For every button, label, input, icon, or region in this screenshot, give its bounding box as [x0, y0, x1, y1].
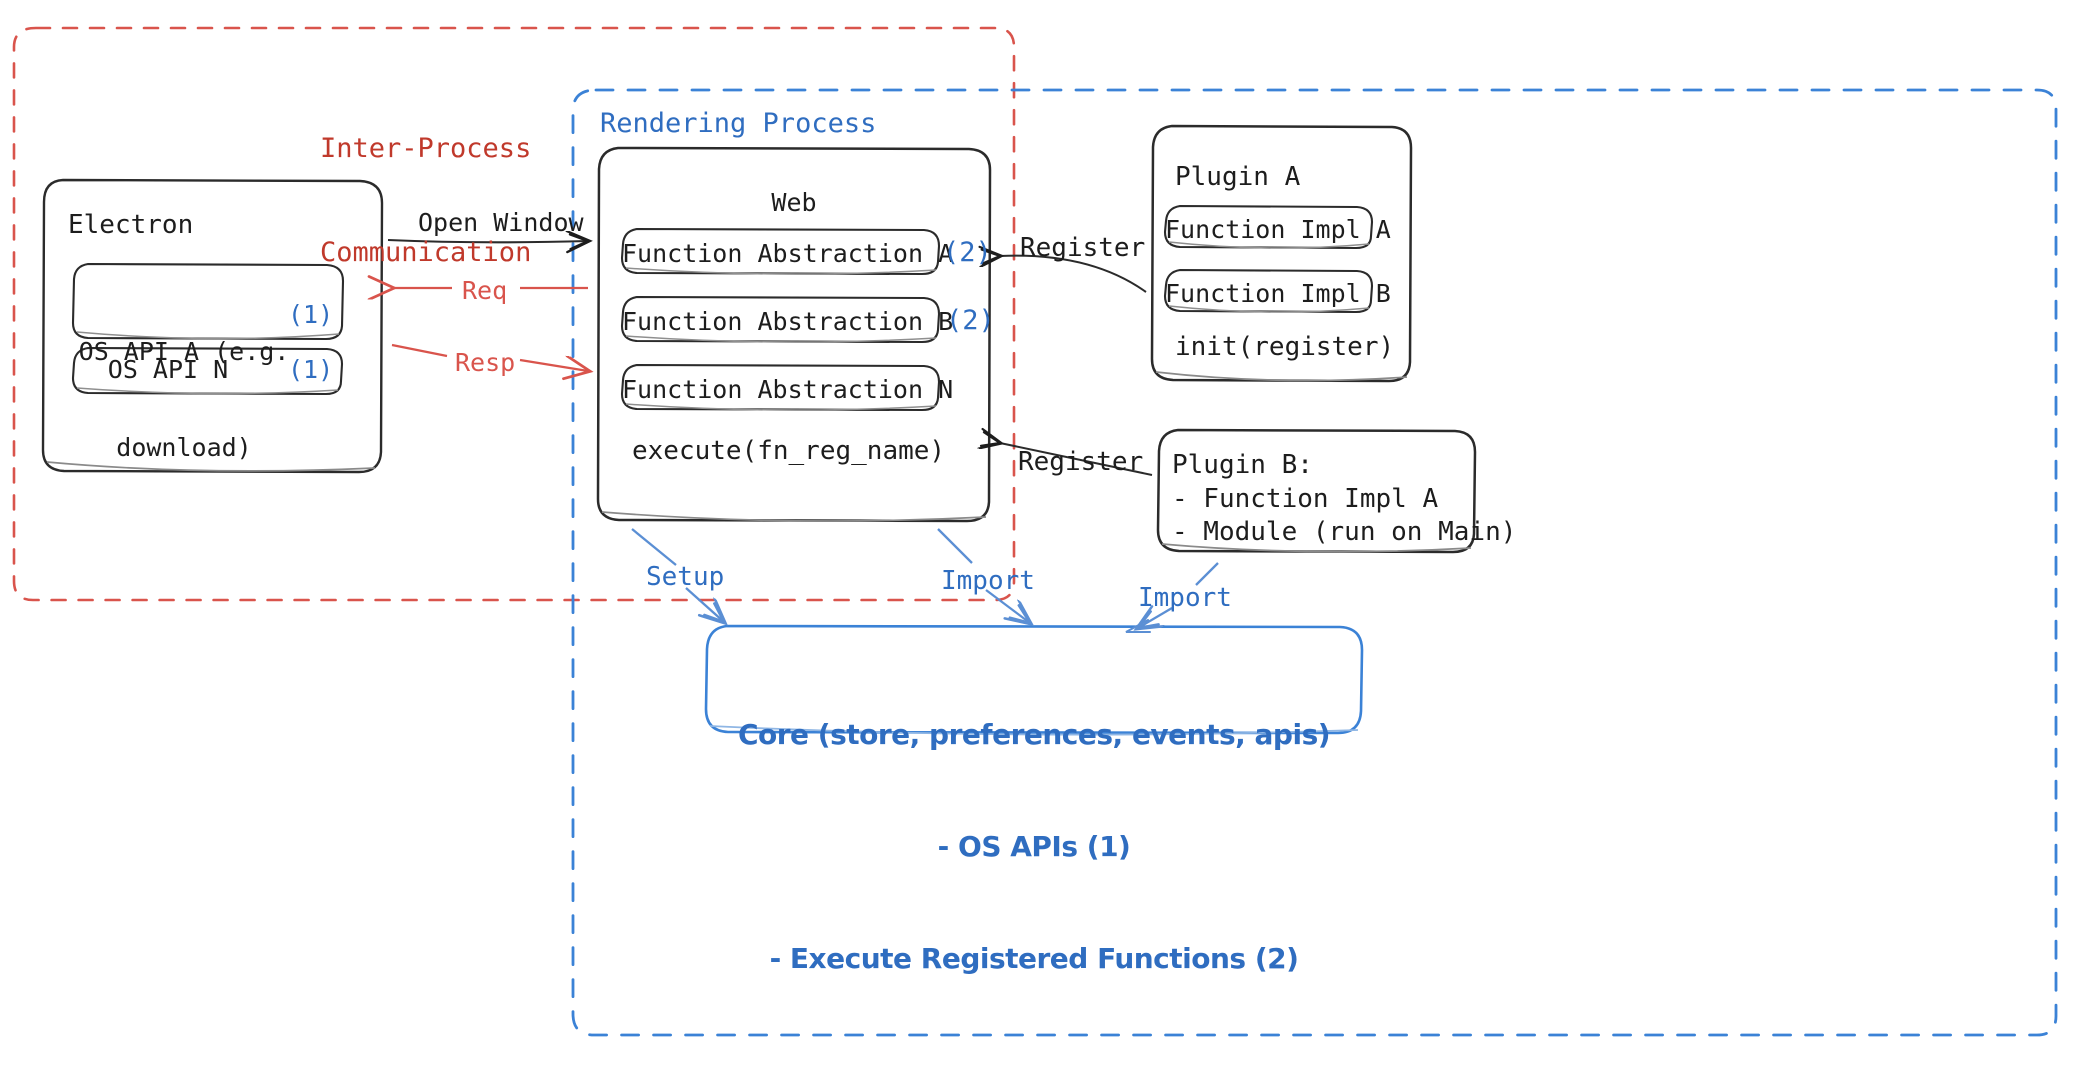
box-os-api-n: [71, 346, 344, 396]
os-api-n-tag: (1): [288, 355, 334, 384]
function-impl-b-label: Function Impl B: [1165, 279, 1391, 308]
edge-resp: [391, 343, 588, 371]
edge-open-window-label: Open Window: [418, 208, 584, 237]
function-impl-a-label: Function Impl A: [1165, 215, 1391, 244]
edge-import-web: [937, 528, 1030, 623]
edge-import-plugin-b-label: Import: [1138, 583, 1232, 613]
plugin-b-title: Plugin B:: [1172, 450, 1313, 480]
plugin-a-footer: init(register): [1175, 332, 1395, 362]
edge-open-window: [387, 240, 588, 242]
edge-register-plugin-a: [1000, 256, 1147, 293]
os-api-a-label: OS API A (e.g. download): [78, 337, 290, 462]
box-function-impl-a: [1163, 204, 1374, 250]
edge-register-plugin-b: [1000, 443, 1153, 476]
plugin-b-line-2: - Module (run on Main): [1172, 517, 1517, 547]
box-core: [704, 624, 1364, 736]
function-abstraction-b-label: Function Abstraction B: [622, 307, 954, 336]
core-line-2: - OS APIs (1): [937, 830, 1131, 864]
region-ipc-label: Inter-Process Communication: [320, 133, 532, 268]
box-function-abstraction-a: [620, 227, 941, 276]
box-function-abstraction-b: [620, 295, 941, 344]
region-rendering-process: [571, 88, 2058, 1037]
box-plugin-a: [1150, 124, 1413, 383]
edge-resp-label: Resp: [455, 348, 516, 377]
box-plugin-b: [1156, 428, 1477, 554]
web-footer: execute(fn_reg_name): [632, 436, 946, 466]
web-title: Web: [771, 188, 817, 217]
region-rendering-process-label: Rendering Process: [600, 108, 877, 139]
edge-import-web-label: Import: [941, 566, 1035, 596]
edge-req-label: Req: [462, 276, 508, 305]
box-os-api-a: [71, 262, 345, 341]
os-api-n-label: OS API N: [107, 355, 229, 384]
core-text: Core (store, preferences, events, apis) …: [706, 642, 1362, 1052]
function-abstraction-a-label: Function Abstraction A: [622, 239, 954, 268]
plugin-b-line-1: - Function Impl A: [1172, 484, 1439, 514]
core-line-1: Core (store, preferences, events, apis): [737, 718, 1331, 752]
function-abstraction-n-label: Function Abstraction N: [622, 375, 954, 404]
box-function-abstraction-n: [620, 363, 941, 412]
function-abstraction-b-tag: (2): [946, 305, 995, 336]
region-ipc: [12, 26, 1016, 602]
edge-setup-label: Setup: [646, 562, 725, 592]
box-function-impl-b: [1163, 268, 1374, 314]
edge-register-plugin-b-label: Register: [1018, 447, 1144, 477]
edge-setup: [631, 528, 724, 622]
edge-import-plugin-b: [1125, 562, 1219, 633]
function-abstraction-a-tag: (2): [943, 237, 992, 268]
core-line-3: - Execute Registered Functions (2): [769, 941, 1299, 975]
plugin-a-title: Plugin A: [1175, 162, 1301, 192]
edge-register-plugin-a-label: Register: [1020, 233, 1146, 263]
electron-title: Electron: [68, 210, 194, 240]
os-api-a-tag: (1): [288, 300, 334, 329]
